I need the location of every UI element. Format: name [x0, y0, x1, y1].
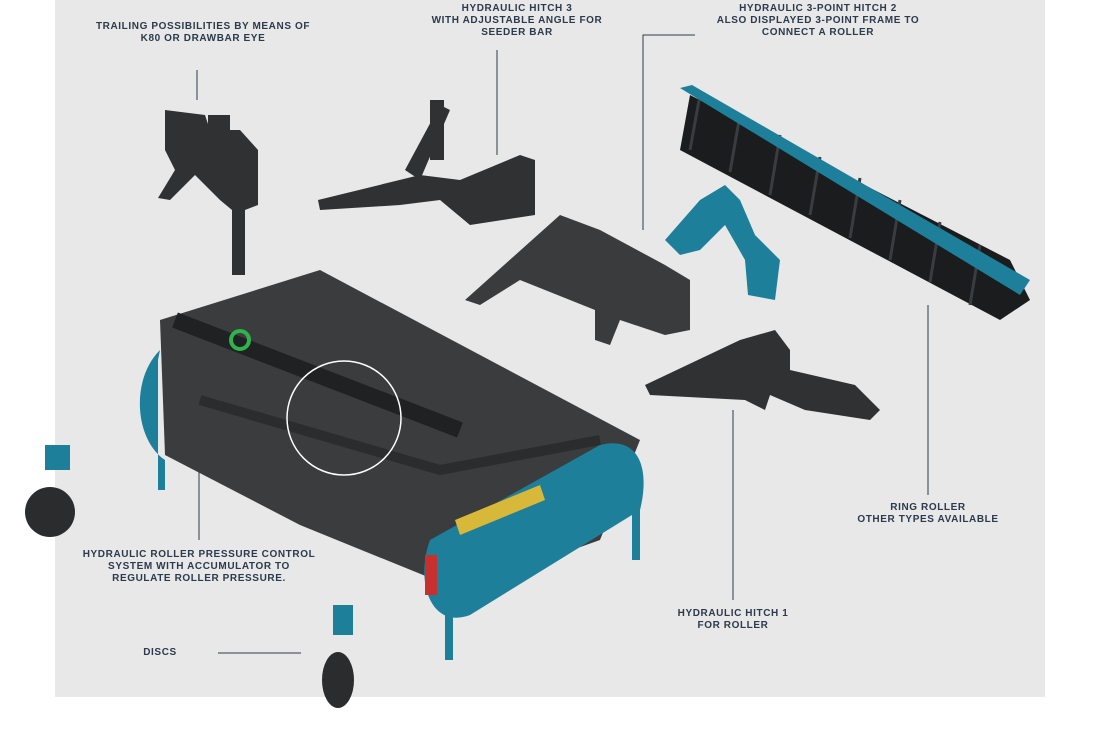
hitch2-part — [665, 185, 780, 300]
label-line: HYDRAULIC 3-POINT HITCH 2 — [739, 3, 897, 14]
disc-part-left — [25, 445, 75, 537]
label-hitch1: HYDRAULIC HITCH 1 FOR ROLLER — [678, 608, 789, 632]
main-machine — [139, 270, 644, 660]
label-line: HYDRAULIC HITCH 1 — [677, 608, 789, 619]
label-line: ALSO DISPLAYED 3-POINT FRAME TO — [716, 15, 920, 26]
hitch3-part — [318, 100, 535, 225]
label-line: K80 OR DRAWBAR EYE — [140, 33, 266, 44]
hitch1-part — [645, 330, 880, 420]
label-line: FOR ROLLER — [697, 620, 769, 631]
ring-roller-part — [680, 85, 1030, 320]
label-line: WITH ADJUSTABLE ANGLE FOR — [431, 15, 603, 26]
label-hitch3: HYDRAULIC HITCH 3 WITH ADJUSTABLE ANGLE … — [432, 3, 603, 39]
label-line: CONNECT A ROLLER — [761, 27, 875, 38]
disc-part-bottom — [322, 605, 354, 708]
label-line: RING ROLLER — [890, 502, 966, 513]
label-line: DISCS — [143, 647, 177, 658]
label-line: SEEDER BAR — [481, 27, 553, 38]
frame-part — [465, 215, 690, 345]
label-discs: DISCS — [143, 647, 177, 659]
label-line: TRAILING POSSIBILITIES BY MEANS OF — [95, 21, 311, 32]
label-line: SYSTEM WITH ACCUMULATOR TO — [108, 561, 290, 572]
label-line: REGULATE ROLLER PRESSURE. — [112, 573, 286, 584]
highlight-circle — [286, 360, 402, 476]
label-line: HYDRAULIC ROLLER PRESSURE CONTROL — [82, 549, 316, 560]
label-ring-roller: RING ROLLER OTHER TYPES AVAILABLE — [857, 502, 998, 526]
label-hitch2: HYDRAULIC 3-POINT HITCH 2 ALSO DISPLAYED… — [717, 3, 920, 39]
label-trailing: TRAILING POSSIBILITIES BY MEANS OF K80 O… — [96, 21, 310, 45]
label-line: OTHER TYPES AVAILABLE — [857, 514, 999, 525]
label-pressure-control: HYDRAULIC ROLLER PRESSURE CONTROL SYSTEM… — [83, 549, 316, 585]
drawbar-part — [158, 110, 258, 275]
label-line: HYDRAULIC HITCH 3 — [461, 3, 573, 14]
